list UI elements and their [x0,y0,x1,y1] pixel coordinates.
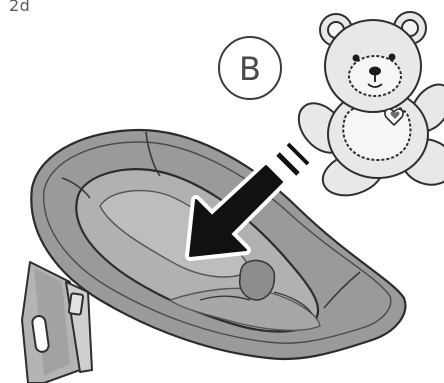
teddy-bear-icon [289,12,444,203]
step-badge: B [219,37,281,99]
step-badge-letter: B [239,50,261,88]
